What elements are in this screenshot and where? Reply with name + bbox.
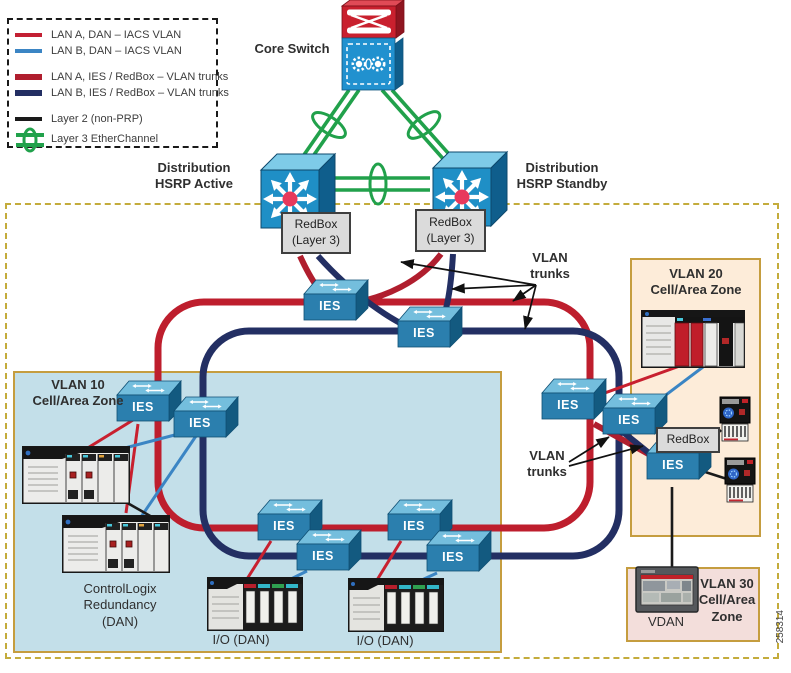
redbox-vlan20: RedBox (656, 427, 720, 453)
io-chassis-2 (348, 578, 444, 632)
core-switch-label: Core Switch (254, 41, 330, 56)
legend-label: Layer 2 (non-PRP) (51, 113, 143, 125)
io-dan-label-2: I/O (DAN) (356, 633, 414, 648)
vlan-trunks-top-line1: VLAN (532, 250, 568, 265)
vlan-trunks-label-bottom: VLAN trunks (516, 448, 578, 481)
ies-label: IES (319, 299, 341, 313)
iacs-boundary (5, 203, 779, 659)
ies-label: IES (413, 326, 435, 340)
redbox-left-line1: RedBox (294, 217, 338, 232)
vlan20-title-line2: Cell/Area Zone (650, 282, 742, 298)
vlan30-title-line1: VLAN 30 (700, 576, 754, 591)
lan-b-trunk-swatch (15, 90, 42, 96)
vdan-hmi (635, 566, 699, 613)
vlan10-title-line2: Cell/Area Zone (32, 393, 124, 409)
legend-item: LAN A, DAN – IACS VLAN (15, 27, 210, 43)
controllogix-chassis-1 (22, 446, 130, 504)
vlan10-title: VLAN 10 Cell/Area Zone (18, 377, 138, 410)
lan-a-trunk-swatch (15, 74, 42, 80)
vlan-trunks-top-line2: trunks (530, 266, 570, 282)
redbox-layer3-right: RedBox (Layer 3) (415, 209, 486, 252)
distribution-active-label: Distribution HSRP Active (138, 160, 250, 193)
legend: LAN A, DAN – IACS VLAN LAN B, DAN – IACS… (7, 18, 229, 153)
ies-label: IES (132, 400, 154, 414)
ies-label: IES (662, 458, 684, 472)
redbox-layer3-left: RedBox (Layer 3) (281, 212, 351, 254)
legend-item: LAN B, IES / RedBox – VLAN trunks (15, 85, 229, 101)
etherchannel-links (297, 88, 458, 206)
vlan-trunks-arrows (400, 259, 644, 467)
legend-item: Layer 2 (non-PRP) (15, 111, 210, 127)
legend-label: LAN A, IES / RedBox – VLAN trunks (51, 71, 229, 83)
drive-2 (724, 457, 756, 503)
figure-number: 258314 (775, 610, 786, 644)
distribution-standby-line2: HSRP Standby (516, 176, 608, 192)
legend-item: LAN A, IES / RedBox – VLAN trunks (15, 69, 228, 85)
ies-label: IES (273, 519, 295, 533)
legend-label: LAN A, DAN – IACS VLAN (51, 29, 182, 41)
ies-label: IES (442, 550, 464, 564)
redbox-left-line2: (Layer 3) (291, 233, 341, 247)
controllogix-chassis-2 (62, 515, 170, 573)
io-chassis-1 (207, 577, 303, 631)
vdan-label: VDAN (647, 614, 685, 629)
legend-label: Layer 3 EtherChannel (51, 133, 159, 145)
ies-label: IES (618, 413, 640, 427)
distribution-active-line1: Distribution (157, 160, 231, 175)
vlan10-title-line1: VLAN 10 (51, 377, 105, 392)
vlan-trunks-label-top: VLAN trunks (519, 250, 581, 283)
vlan20-title-line1: VLAN 20 (669, 266, 723, 281)
legend-label: LAN B, DAN – IACS VLAN (51, 45, 182, 57)
redbox-vlan20-text: RedBox (666, 432, 710, 447)
ies-label: IES (312, 549, 334, 563)
vlan30-title-line3: Zone (711, 608, 743, 624)
legend-item: LAN B, DAN – IACS VLAN (15, 43, 210, 59)
controllogix-line1: ControlLogix (83, 581, 157, 596)
controllogix-label: ControlLogix Redundancy (DAN) (58, 581, 182, 630)
core-switch-icon (340, 0, 406, 92)
distribution-active-line2: HSRP Active (154, 176, 234, 192)
vlan30-title: VLAN 30 Cell/Area Zone (692, 576, 762, 625)
legend-item: Layer 3 EtherChannel (15, 127, 210, 153)
vlan-trunks-bottom-line2: trunks (527, 464, 567, 480)
redbox-right-line2: (Layer 3) (426, 230, 475, 245)
lan-a-dan-swatch (15, 33, 42, 37)
controllogix-line3: (DAN) (101, 613, 139, 629)
ies-label: IES (403, 519, 425, 533)
etherchannel-icon (15, 127, 44, 153)
lan-b-dan-swatch (15, 49, 42, 53)
drive-1 (719, 396, 751, 442)
io-dan-label-1: I/O (DAN) (212, 632, 270, 647)
ies-label: IES (557, 398, 579, 412)
vlan-trunks-bottom-line1: VLAN (529, 448, 565, 463)
vlan20-controller (641, 310, 746, 368)
vlan20-title: VLAN 20 Cell/Area Zone (640, 266, 752, 299)
distribution-standby-line1: Distribution (525, 160, 599, 175)
ies-label: IES (189, 416, 211, 430)
controllogix-line2: Redundancy (83, 597, 157, 613)
redbox-right-line1: RedBox (429, 214, 472, 229)
layer2-swatch (15, 117, 42, 121)
legend-label: LAN B, IES / RedBox – VLAN trunks (51, 87, 229, 99)
distribution-standby-label: Distribution HSRP Standby (503, 160, 621, 193)
vlan30-title-line2: Cell/Area (698, 592, 756, 608)
